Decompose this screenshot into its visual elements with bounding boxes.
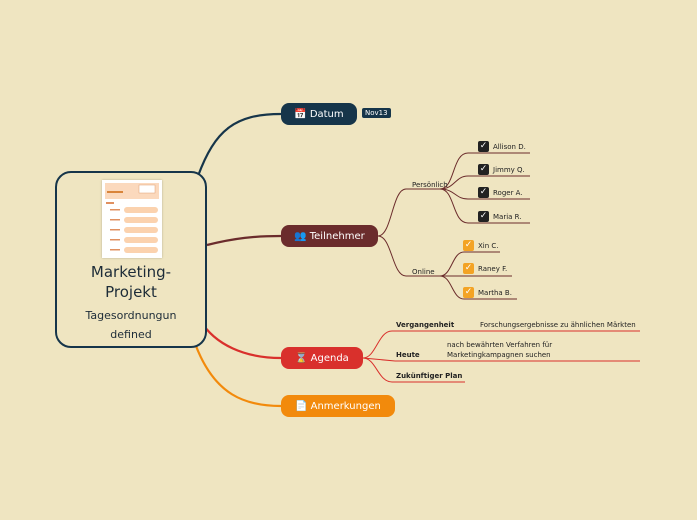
central-subtitle: Tagesordnungun defined	[85, 309, 177, 341]
people-icon: 👥	[294, 230, 307, 242]
branch-datum-label: Datum	[309, 108, 344, 120]
link-persoenlich	[377, 188, 440, 237]
member-item[interactable]: Martha B.	[478, 289, 512, 297]
branch-teilnehmer[interactable]: 👥 Teilnehmer	[281, 225, 378, 247]
checkbox-checked-icon: ✓	[478, 141, 489, 152]
checkbox-checked-icon: ✓	[463, 240, 474, 251]
link-datum	[196, 112, 282, 177]
link-agenda	[199, 319, 282, 360]
member-item[interactable]: Roger A.	[493, 189, 523, 197]
date-badge: Nov13	[362, 108, 391, 118]
group-persoenlich[interactable]: Persönlich	[412, 181, 448, 189]
member-item[interactable]: Maria R.	[493, 213, 522, 221]
checkbox-checked-icon: ✓	[478, 187, 489, 198]
branch-anmerkungen[interactable]: 📄 Anmerkungen	[281, 395, 395, 417]
central-topic[interactable]: Marketing-Projekt Tagesordnungun defined	[55, 171, 207, 348]
link-anmerkungen	[194, 345, 282, 408]
note-icon: 📄	[295, 400, 308, 412]
agenda-detail-heute-line1[interactable]: nach bewährten Verfahren für	[447, 341, 553, 349]
member-item[interactable]: Jimmy Q.	[493, 166, 525, 174]
agenda-item-zukuenftiger-plan[interactable]: Zukünftiger Plan	[396, 372, 463, 380]
hourglass-icon: ⌛	[295, 352, 308, 364]
link-online	[377, 235, 440, 277]
member-item[interactable]: Allison D.	[493, 143, 526, 151]
branch-agenda[interactable]: ⌛ Agenda	[281, 347, 363, 369]
branch-teilnehmer-label: Teilnehmer	[309, 230, 365, 242]
agenda-detail-vergangenheit[interactable]: Forschungsergebnisse zu ähnlichen Märkte…	[480, 321, 636, 329]
checkbox-checked-icon: ✓	[478, 164, 489, 175]
checkbox-checked-icon: ✓	[463, 287, 474, 298]
member-item[interactable]: Raney F.	[478, 265, 508, 273]
branch-agenda-label: Agenda	[310, 352, 349, 364]
agenda-item-vergangenheit[interactable]: Vergangenheit	[396, 321, 455, 329]
checkbox-checked-icon: ✓	[478, 211, 489, 222]
central-title: Marketing-Projekt	[90, 263, 172, 301]
branch-anmerkungen-label: Anmerkungen	[310, 400, 381, 412]
agenda-item-heute[interactable]: Heute	[396, 351, 420, 359]
link-teilnehmer	[206, 234, 282, 247]
group-online[interactable]: Online	[412, 268, 435, 276]
member-item[interactable]: Xin C.	[478, 242, 499, 250]
agenda-detail-heute-line2[interactable]: Marketingkampagnen suchen	[447, 351, 551, 359]
calendar-icon: 📅	[294, 108, 307, 120]
meeting-form-thumbnail	[102, 180, 162, 258]
checkbox-checked-icon: ✓	[463, 263, 474, 274]
branch-datum[interactable]: 📅 Datum	[281, 103, 357, 125]
